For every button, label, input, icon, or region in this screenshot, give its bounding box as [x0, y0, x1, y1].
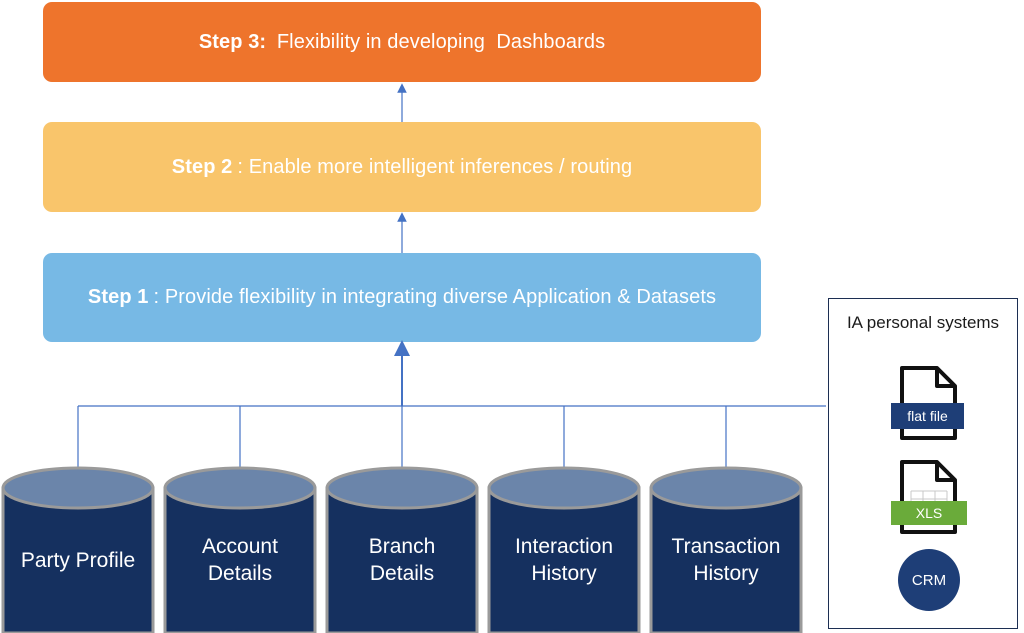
database-label-line: Transaction — [671, 535, 781, 558]
step-2-text: : Enable more intelligent inferences / r… — [237, 155, 633, 178]
flat-file-tag: flat file — [891, 403, 964, 429]
database-label-line: History — [693, 562, 759, 585]
crm-badge: CRM — [898, 549, 960, 611]
database-label-line: Party Profile — [20, 549, 136, 572]
step-3-text: Flexibility in developing Dashboards — [271, 30, 606, 53]
step-1-label: Step 1 — [87, 286, 149, 308]
database-label-line: Details — [207, 562, 273, 585]
database-label-line: Account — [202, 535, 278, 558]
database-cylinder-party-profile — [1, 466, 155, 633]
database-cylinder-branch-details — [325, 466, 479, 633]
database-cylinder-transaction-history — [649, 466, 803, 633]
step-2-box: Step 2: Enable more intelligent inferenc… — [43, 122, 761, 212]
database-label-branch-details: Branch Details — [327, 533, 477, 587]
database-label-party-profile: Party Profile — [3, 547, 153, 574]
database-label-line: Interaction — [514, 535, 614, 558]
ia-personal-systems-box: IA personal systems flat file XLS CRM — [828, 298, 1018, 629]
step-1-text: : Provide flexibility in integrating div… — [153, 286, 717, 308]
step-3-box: Step 3: Flexibility in developing Dashbo… — [43, 2, 761, 82]
database-label-line: Details — [369, 562, 435, 585]
database-label-account-details: Account Details — [165, 533, 315, 587]
database-label-interaction-history: Interaction History — [489, 533, 639, 587]
database-cylinder-account-details — [163, 466, 317, 633]
step-2-label: Step 2 — [171, 155, 233, 178]
database-label-line: Branch — [368, 535, 436, 558]
ia-personal-systems-title: IA personal systems — [846, 313, 1000, 332]
step-1-box: Step 1: Provide flexibility in integrati… — [43, 253, 761, 342]
step-3-label: Step 3: — [198, 30, 267, 53]
database-label-line: History — [531, 562, 597, 585]
database-label-transaction-history: Transaction History — [651, 533, 801, 587]
xls-tag: XLS — [891, 501, 967, 525]
database-cylinder-interaction-history — [487, 466, 641, 633]
